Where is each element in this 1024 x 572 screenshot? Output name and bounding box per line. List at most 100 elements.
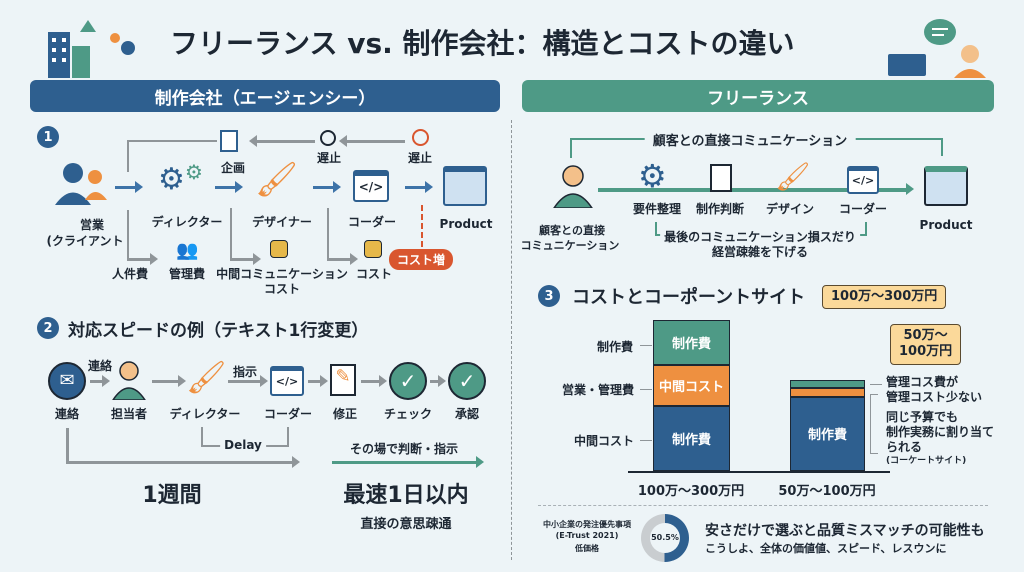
code-window-icon: </> (847, 166, 879, 194)
price-tag-freelance: 50万〜100万円 (890, 324, 962, 365)
survey-label-3: 低価格 (575, 544, 599, 553)
xlabel-agency: 100万〜300万円 (637, 484, 745, 499)
survey-label-1: 中小企業の発注優先事項 (543, 520, 631, 529)
survey-sub: こうしよ、全体の価値値、スピード、レスウンに (705, 542, 947, 555)
survey-headline: 安さだけで選ぶと品質ミスマッチの可能性も (705, 523, 985, 539)
annotation-4: 制作実務に割り当て (886, 425, 995, 439)
loop-line (127, 140, 129, 172)
gear-icon: ⚙ (638, 157, 667, 195)
section-3-title: コストとコーポーントサイト (572, 287, 806, 308)
survey-divider (538, 505, 988, 506)
section-2-badge: 2 (37, 317, 59, 339)
bar-segment-1: 中間コスト (653, 365, 730, 407)
cost-up-badge: コスト増 (388, 249, 454, 270)
clock-icon (320, 130, 336, 146)
arrow-contact-label: 連絡 (87, 359, 113, 373)
check-icon: ✓ (389, 362, 427, 400)
section-3-badge: 3 (538, 285, 560, 307)
planning-doc-icon (220, 130, 238, 152)
price-tag-agency: 100万〜300万円 (822, 285, 947, 310)
planning-label: 企画 (220, 161, 246, 175)
divider (511, 120, 512, 560)
cost-management: 管理費 (168, 267, 206, 281)
step-production-decision: 制作判断 (695, 202, 745, 216)
step-person-in-charge: 担当者 (110, 407, 148, 421)
page-title: フリーランス vs. 制作会社：構造とコストの違い (170, 27, 795, 60)
flow-arrow (405, 181, 433, 193)
section-2-title: 対応スピードの例（テキスト1行変更） (68, 321, 369, 341)
week-arrow (66, 456, 300, 468)
bar-segment-2 (790, 380, 865, 388)
step-director: ディレクター (169, 407, 241, 421)
step-coder: コーダー (838, 202, 888, 216)
document-edit-icon (710, 164, 732, 192)
freelance-decision-label: その場で判断・指示 (349, 442, 459, 456)
node-sales: 営業 (79, 218, 105, 232)
bar-freelance: 制作費 (790, 380, 865, 471)
chart-baseline (628, 471, 890, 473)
freelance-header: フリーランス (522, 80, 994, 112)
cost-arrow (230, 253, 261, 265)
gears-icon: ⚙ (158, 162, 185, 197)
step-arrow (152, 375, 186, 387)
annotation-1: 管理コス費が (886, 375, 959, 389)
ylabel-tick (640, 345, 652, 346)
paintbrush-icon: 🖌 (775, 160, 811, 193)
note-line-1: 最後のコミュニケーション損スだり (660, 228, 860, 245)
annot-tick (870, 384, 882, 385)
cost-arrow (127, 253, 158, 265)
annotation-6: (コーケートサイト) (886, 456, 967, 466)
step-requirements: 要件整理 (632, 202, 682, 216)
client-icon (553, 165, 593, 208)
tag2-line-1: 50万〜 (903, 328, 948, 343)
xlabel-freelance: 50万〜100万円 (778, 484, 876, 499)
step-fix: 修正 (332, 407, 358, 421)
step-coder: コーダー (263, 407, 313, 421)
donut-percent: 50.5% (651, 533, 679, 542)
arrow-instruct-label: 指示 (232, 365, 258, 379)
ylabel-middle-cost: 中間コスト (574, 434, 635, 448)
freelance-time: 最速1日以内 (343, 483, 469, 508)
gear-icon: ⚙ (185, 160, 203, 184)
cost-personnel: 人件費 (111, 267, 149, 281)
cost-line (127, 210, 129, 260)
cost-up-arrow (421, 205, 423, 247)
product-window-icon (924, 166, 968, 206)
tag2-line-2: 100万円 (899, 344, 953, 360)
cost-communication-2: コスト (263, 282, 301, 296)
donut-chart (641, 514, 689, 562)
fast-arrow (332, 456, 484, 468)
prohibit-icon (412, 129, 429, 146)
edit-icon: ✎ (330, 364, 356, 396)
agency-time: 1週間 (142, 483, 202, 508)
city-buildings-icon (48, 20, 135, 78)
cost-communication: 中間コミュニケーション (216, 267, 348, 281)
direct-line (570, 138, 572, 158)
annot-bracket (870, 394, 878, 454)
step-arrow (90, 375, 110, 387)
step-contact: 連絡 (54, 407, 80, 421)
loop-line (127, 140, 217, 142)
step-check: チェック (383, 407, 433, 421)
step-arrow (308, 375, 328, 387)
step-arrow (361, 375, 387, 387)
direct-flow-arrow (598, 183, 914, 195)
feedback-arrow (255, 140, 315, 143)
team-icon: 👥 (176, 240, 199, 261)
product-window-icon (443, 166, 487, 206)
check-icon: ✓ (448, 362, 486, 400)
node-product: Product (439, 217, 493, 231)
flow-arrow (215, 181, 243, 193)
step-arrow (228, 375, 268, 387)
annotation-5: られる (886, 440, 923, 454)
paintbrush-icon: 🖌 (186, 358, 227, 396)
flow-arrow (313, 181, 341, 193)
email-icon: ✉ (48, 362, 86, 400)
paintbrush-icon: 🖌 (255, 160, 299, 200)
bar-agency: 制作費中間コスト制作費 (653, 320, 730, 471)
flow-arrow (115, 181, 143, 193)
direct-comm-label: 顧客との直接コミュニケーション (644, 130, 856, 149)
bar-segment-0: 制作費 (653, 406, 730, 471)
step-design: デザイン (765, 202, 815, 216)
code-window-icon: </> (270, 366, 304, 396)
